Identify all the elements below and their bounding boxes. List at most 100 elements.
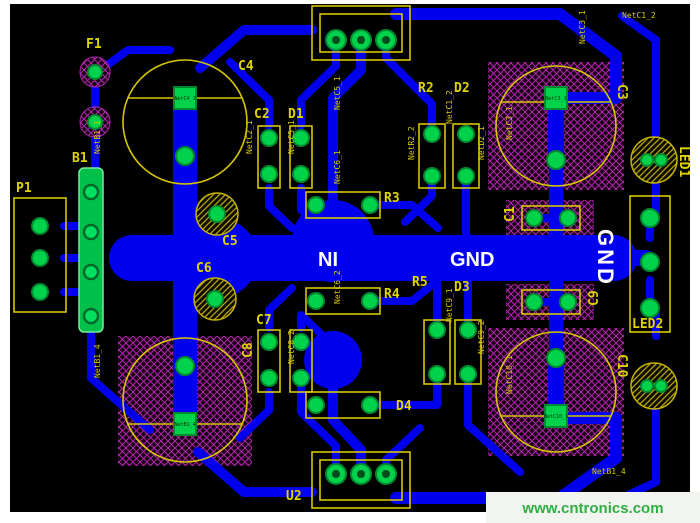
component-label: C9 (587, 290, 602, 306)
component-bottom-left-cap[interactable]: NetB1_4 (122, 337, 248, 463)
footprint-outline (257, 125, 281, 189)
trace-segment (464, 372, 524, 476)
net-label: NetC6_1 (333, 150, 342, 184)
component-C4[interactable]: NetC4_1 C4 (122, 59, 254, 185)
pad (428, 321, 446, 339)
component-LED2[interactable]: LED2 (630, 317, 678, 410)
pad (82, 223, 100, 241)
component-C8[interactable]: C8 (241, 329, 313, 393)
pad (260, 165, 278, 183)
component-D2[interactable]: D2 (452, 81, 480, 189)
pad (206, 290, 224, 308)
net-label: NetC6_2 (333, 270, 342, 304)
net-label: NetC5_1 (333, 76, 342, 110)
component-label: LED1 (676, 146, 691, 177)
footprint-inner-outline (319, 459, 403, 501)
copper-plane-blobs (178, 200, 374, 389)
component-R4[interactable]: R4 (305, 287, 400, 315)
component-F1[interactable]: F1 (79, 37, 111, 138)
pad (175, 356, 195, 376)
component-label: D4 (396, 399, 412, 414)
bridge-body (78, 167, 104, 333)
pad (640, 379, 654, 393)
pad-hole (332, 470, 340, 478)
net-label: NetC10_1 (505, 355, 514, 394)
pad (459, 365, 477, 383)
footprint-outline (521, 289, 581, 315)
component-R5[interactable]: R5 (412, 275, 451, 385)
component-C2[interactable]: C2 (254, 107, 281, 189)
watermark: www.cntronics.com (486, 492, 700, 523)
component-right-connector[interactable] (629, 195, 671, 333)
plane-label-center: GND (450, 249, 494, 271)
net-label: NetC3_1 (578, 10, 587, 44)
pad-hole (332, 36, 340, 44)
pad-net-label: NetC3_1 (545, 96, 566, 102)
trace-segment (195, 25, 317, 73)
component-R3[interactable]: R3 (305, 191, 400, 219)
trace-segment (376, 372, 441, 409)
pad (307, 196, 325, 214)
component-D3[interactable]: D3 (454, 280, 482, 385)
component-label: C4 (238, 59, 254, 74)
plane-blob (178, 218, 258, 298)
component-label: R4 (384, 287, 400, 302)
component-label: LED2 (632, 317, 663, 332)
component-R2[interactable]: R2 (418, 81, 446, 189)
component-D4[interactable]: D4 (305, 391, 412, 419)
pad (640, 208, 660, 228)
component-U1[interactable] (311, 5, 411, 61)
trace-segment (328, 381, 366, 479)
component-U2[interactable]: U2 (286, 451, 411, 509)
footprint-outline (289, 125, 313, 189)
component-C7[interactable]: C7 (256, 313, 281, 393)
component-C9[interactable]: C9 (521, 289, 602, 315)
plane-label-right: GND (593, 229, 618, 287)
component-D1[interactable]: D1 (288, 107, 313, 189)
pad (559, 209, 577, 227)
component-label: B1 (72, 151, 88, 166)
footprint-outline (418, 123, 446, 189)
pad (459, 321, 477, 339)
pad (428, 365, 446, 383)
plane-blob (304, 331, 362, 389)
pad (87, 114, 103, 130)
connector-body (629, 195, 671, 333)
component-label: R2 (418, 81, 434, 96)
component-label: R3 (384, 191, 400, 206)
connector-body (13, 197, 67, 313)
pad (292, 333, 310, 351)
component-C6[interactable]: C6 (193, 261, 237, 321)
pad-hole (382, 470, 390, 478)
net-label: NetB1_4 (93, 344, 102, 378)
footprint-outline (289, 329, 313, 393)
net-label: NetC9_2 (477, 320, 486, 354)
pad (260, 369, 278, 387)
footprint-outline (311, 451, 411, 509)
component-P1[interactable]: P1 (13, 181, 67, 313)
pad (292, 129, 310, 147)
net-label: NetR2_2 (407, 126, 416, 160)
trace-segment (328, 35, 366, 207)
pad (31, 217, 49, 235)
component-label: R5 (412, 275, 428, 290)
pad-net-label: NetB1_4 (174, 422, 195, 428)
component-C1[interactable]: C1 (503, 205, 581, 231)
component-LED1[interactable]: LED1 (630, 136, 691, 184)
pad (640, 153, 654, 167)
component-C3[interactable]: NetC3_1 C3 (495, 65, 629, 187)
pad (292, 165, 310, 183)
pad (654, 153, 668, 167)
trace-segment (366, 201, 442, 232)
net-label: NetC3_1 (505, 106, 514, 140)
pad (457, 167, 475, 185)
watermark-text: www.cntronics.com (521, 500, 663, 517)
net-label: NetB1_1 (93, 120, 102, 154)
pad (525, 293, 543, 311)
footprint-outline (305, 191, 381, 219)
component-C10[interactable]: NetC10_1 C10 (495, 331, 629, 453)
footprint-outline (452, 123, 480, 189)
component-B1[interactable]: B1 (72, 151, 104, 333)
component-C5[interactable]: C5 (195, 192, 239, 249)
